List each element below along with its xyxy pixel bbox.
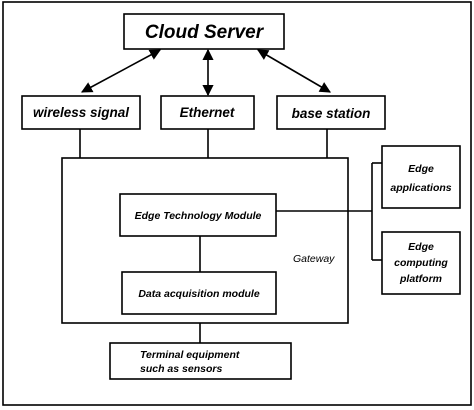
ethernet-label: Ethernet [180, 105, 235, 120]
base-station-box [276, 95, 386, 130]
gateway-label: Gateway [293, 253, 335, 265]
arrow-cloud-wireless [81, 49, 161, 93]
edge-platform-label-line1: Edge [408, 241, 434, 253]
terminal-equipment-label-line2: such as sensors [140, 363, 222, 375]
edge-technology-module-label: Edge Technology Module [135, 210, 262, 222]
outer-frame [2, 1, 472, 406]
data-acquisition-module-box [121, 271, 277, 315]
edge-applications-label-line1: Edge [408, 163, 434, 175]
arrow-cloud-basestation [257, 49, 331, 93]
terminal-equipment-box [109, 342, 292, 380]
terminal-equipment-label-line1: Terminal equipment [140, 349, 240, 361]
edge-platform-label-line2: computing [394, 257, 448, 269]
cloud-server-label: Cloud Server [145, 22, 265, 43]
data-acquisition-module-label: Data acquisition module [138, 288, 260, 300]
ethernet-box [160, 95, 255, 130]
edge-platform-label-line3: platform [399, 273, 442, 285]
wireless-signal-label: wireless signal [33, 105, 129, 120]
edge-technology-module-box [119, 193, 277, 237]
edge-computing-platform-box [381, 231, 461, 295]
cloud-server-box [123, 13, 285, 50]
edge-applications-box [381, 145, 461, 209]
wireless-signal-box [21, 95, 141, 130]
edge-applications-label-line2: applications [390, 182, 451, 194]
base-station-label: base station [292, 106, 371, 121]
